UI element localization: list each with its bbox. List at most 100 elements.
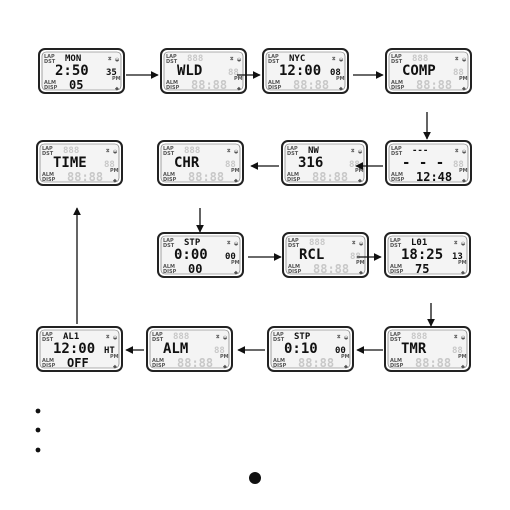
lcd-panel — [285, 235, 366, 275]
top-display: --- — [412, 146, 428, 156]
bottom-display: 00 — [188, 262, 202, 276]
lap-label: LAP — [163, 238, 174, 244]
main-display: TMR — [401, 341, 427, 357]
bottom-display: 88:88 — [188, 170, 224, 184]
alm-label: ALM — [288, 264, 300, 270]
lcd-panel — [387, 329, 468, 369]
lcd-panel — [149, 329, 230, 369]
alm-label: ALM — [42, 172, 54, 178]
pm-label: PM — [459, 168, 468, 174]
bottom-display: 75 — [415, 262, 429, 276]
pm-label: PM — [231, 168, 240, 174]
alm-label: ALM — [152, 358, 164, 364]
compass-icon: ◆ — [359, 270, 363, 276]
disp-label: DISP — [273, 363, 287, 369]
lcd-panel — [160, 235, 241, 275]
main-display: 2:50 — [55, 63, 89, 79]
hourglass-icon: ⧖ — [227, 240, 231, 246]
bullet-1 — [35, 408, 41, 414]
dst-label: DST — [390, 243, 402, 249]
top-display: STP — [294, 332, 311, 342]
top-display: 888 — [411, 332, 427, 342]
main-display: 0:10 — [284, 341, 318, 357]
pm-label: PM — [356, 260, 365, 266]
lap-label: LAP — [288, 238, 299, 244]
lap-label: LAP — [287, 146, 298, 152]
main-display: - - - — [402, 155, 444, 171]
dst-label: DST — [166, 59, 178, 65]
lap-label: LAP — [166, 54, 177, 60]
top-display: NW — [308, 146, 319, 156]
alm-label: ALM — [163, 264, 175, 270]
bullet-2 — [35, 427, 41, 433]
main-display: CHR — [174, 155, 200, 171]
bottom-display: 88:88 — [298, 356, 334, 370]
dst-label: DST — [163, 243, 175, 249]
bottom-display: 12:48 — [416, 170, 452, 184]
pm-label: PM — [459, 76, 468, 82]
seconds-display: 88 — [104, 160, 115, 170]
pm-label: PM — [355, 168, 364, 174]
hourglass-icon: ⧖ — [455, 56, 459, 62]
top-display: 888 — [412, 54, 428, 64]
main-display: RCL — [299, 247, 324, 263]
top-display: MON — [65, 54, 81, 64]
bottom-display: 88:88 — [177, 356, 213, 370]
pm-label: PM — [234, 76, 243, 82]
bullet-3 — [35, 447, 41, 453]
top-display: 888 — [173, 332, 189, 342]
seconds-display: 88 — [453, 68, 464, 78]
top-display: 888 — [63, 146, 79, 156]
lap-label: LAP — [390, 238, 401, 244]
lcd-panel — [270, 329, 351, 369]
pm-label: PM — [112, 76, 121, 82]
pm-label: PM — [110, 354, 119, 360]
dst-label: DST — [42, 337, 54, 343]
alm-label: ALM — [390, 358, 402, 364]
disp-label: DISP — [166, 85, 180, 91]
disp-label: DISP — [391, 85, 405, 91]
hourglass-icon: ⧖ — [230, 56, 234, 62]
top-display: L01 — [411, 238, 427, 248]
dst-label: DST — [390, 337, 402, 343]
compass-icon: ◆ — [234, 178, 238, 184]
compass-icon: ◆ — [461, 270, 465, 276]
hourglass-icon: ⧖ — [227, 148, 231, 154]
disp-label: DISP — [42, 363, 56, 369]
alarm-bell-icon: ◒ — [237, 57, 241, 63]
top-display: 888 — [309, 238, 325, 248]
alm-label: ALM — [163, 172, 175, 178]
disp-label: DISP — [390, 269, 404, 275]
alm-label: ALM — [287, 172, 299, 178]
seconds-display: 88 — [453, 160, 464, 170]
alarm-bell-icon: ◒ — [358, 149, 362, 155]
disp-label: DISP — [390, 363, 404, 369]
dst-label: DST — [152, 337, 164, 343]
seconds-display: 88 — [214, 346, 225, 356]
seconds-display: 88 — [350, 252, 361, 262]
lap-label: LAP — [42, 332, 53, 338]
lap-label: LAP — [273, 332, 284, 338]
main-display: TIME — [53, 155, 87, 171]
seconds-display: 08 — [330, 68, 341, 78]
main-display: 18:25 — [401, 247, 443, 263]
seconds-display: 88 — [349, 160, 360, 170]
dst-label: DST — [391, 59, 403, 65]
disp-label: DISP — [391, 177, 405, 183]
pm-label: PM — [458, 354, 467, 360]
lcd-panel — [388, 143, 469, 183]
compass-icon: ◆ — [113, 178, 117, 184]
flow-arrows — [73, 71, 435, 354]
dst-label: DST — [273, 337, 285, 343]
seconds-display: HT — [104, 346, 115, 356]
top-display: AL1 — [63, 332, 79, 342]
dst-label: DST — [391, 151, 403, 157]
hourglass-icon: ⧖ — [106, 334, 110, 340]
